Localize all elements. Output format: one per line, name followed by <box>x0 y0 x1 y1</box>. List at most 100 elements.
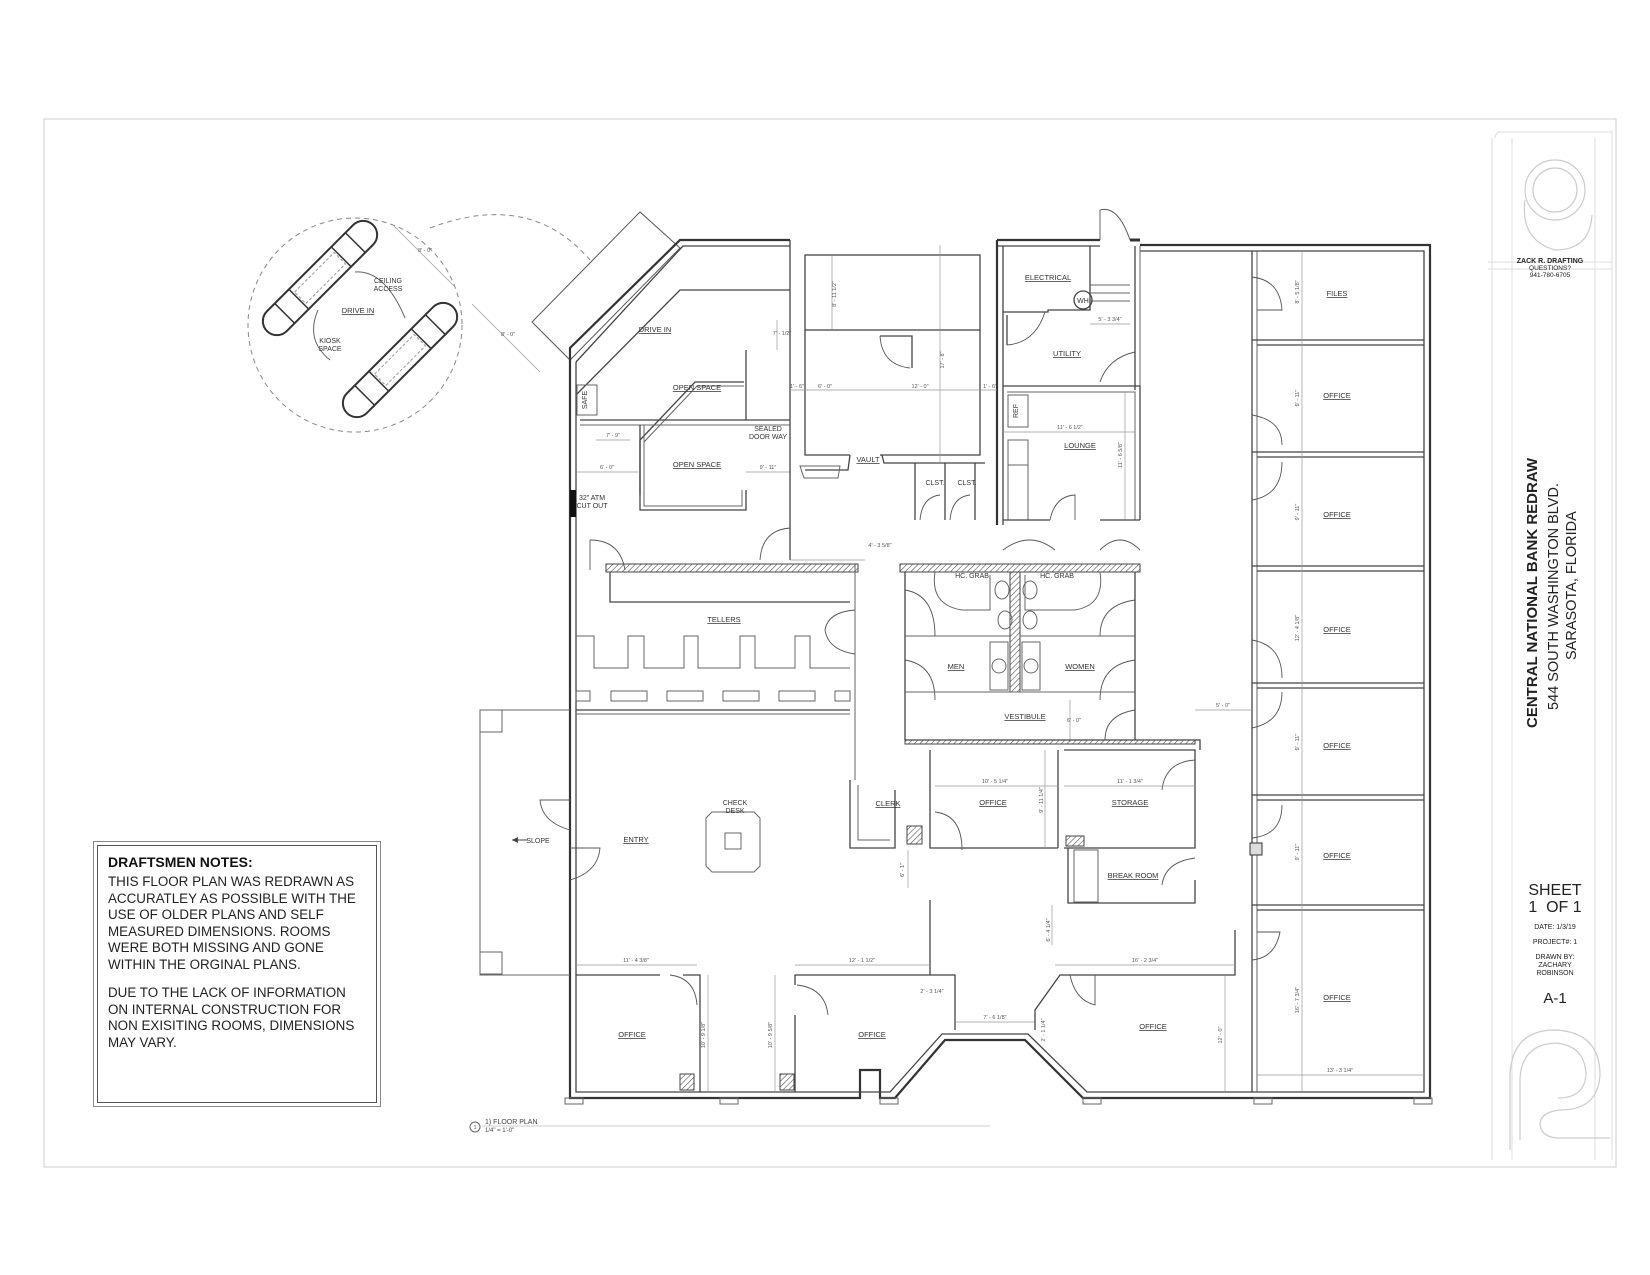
svg-text:DESK: DESK <box>725 808 744 815</box>
date: DATE: 1/3/19 <box>1534 924 1576 931</box>
drawing-number: A-1 <box>1543 990 1567 1007</box>
svg-text:8' - 0": 8' - 0" <box>501 332 515 338</box>
east-office-6-label: OFFICE <box>1323 993 1351 1002</box>
svg-text:6' - 4 1/4": 6' - 4 1/4" <box>1046 918 1052 941</box>
safe-label: SAFE <box>582 391 589 410</box>
svg-text:13' - 3 1/4": 13' - 3 1/4" <box>1327 1068 1353 1074</box>
svg-text:6' - 0": 6' - 0" <box>600 465 614 471</box>
east-office-2-label: OFFICE <box>1323 510 1351 519</box>
drive-in-kiosk-label: DRIVE IN <box>342 306 375 315</box>
svg-text:7' - 6 1/8": 7' - 6 1/8" <box>983 1015 1006 1021</box>
svg-text:8' - 5 1/8": 8' - 5 1/8" <box>1295 280 1301 303</box>
clerk-label: CLERK <box>875 799 900 808</box>
vault-label: VAULT <box>856 455 879 464</box>
svg-text:5' - 0": 5' - 0" <box>1216 703 1230 709</box>
files-label: FILES <box>1327 289 1348 298</box>
tellers-label: TELLERS <box>707 615 740 624</box>
questions-label: QUESTIONS? <box>1529 265 1571 272</box>
svg-text:7' - 1/2": 7' - 1/2" <box>773 331 792 337</box>
notes-title: DRAFTSMEN NOTES: <box>108 854 253 870</box>
title-block-ornament-bottom <box>1509 1029 1610 1150</box>
svg-text:16' - 7 3/4": 16' - 7 3/4" <box>1295 987 1301 1013</box>
drafting-company: ZACK R. DRAFTING <box>1516 258 1584 265</box>
svg-text:6' - 0": 6' - 0" <box>1067 718 1081 724</box>
svg-text:5' - 3 3/4": 5' - 3 3/4" <box>1098 317 1121 323</box>
women-restroom-label: WOMEN <box>1065 662 1095 671</box>
drive-in-area: SAFE DRIVE IN OPEN SPACE OPEN SPACE SEAL… <box>570 289 792 571</box>
break-room-label: BREAK ROOM <box>1108 871 1159 880</box>
open-space-1-label: OPEN SPACE <box>673 383 721 392</box>
electrical-label: ELECTRICAL <box>1025 273 1071 282</box>
vestibule-label: VESTIBULE <box>1004 712 1045 721</box>
men-restroom-label: MEN <box>948 662 965 671</box>
svg-text:DOOR WAY: DOOR WAY <box>749 434 787 441</box>
title-block-header: ZACK R. DRAFTING QUESTIONS? 941-780-6705 <box>1500 258 1600 279</box>
svg-text:11' - 6 5/8": 11' - 6 5/8" <box>1118 442 1124 468</box>
south-office-3-label: OFFICE <box>1139 1022 1167 1031</box>
south-office-1-label: OFFICE <box>618 1030 646 1039</box>
closet-2-label: CLST. <box>957 480 976 487</box>
svg-text:10' - 5 1/4": 10' - 5 1/4" <box>982 779 1008 785</box>
svg-text:10' - 9 1/8": 10' - 9 1/8" <box>701 1022 707 1048</box>
slope-label: SLOPE <box>526 838 550 845</box>
east-office-5-label: OFFICE <box>1323 851 1351 860</box>
svg-text:1: 1 <box>473 1125 476 1131</box>
svg-text:8' - 11 1/2": 8' - 11 1/2" <box>832 281 838 307</box>
svg-text:4' - 3 5/8": 4' - 3 5/8" <box>868 543 891 549</box>
entry-area: SLOPE ENTRY CHECK DESK <box>479 709 761 976</box>
svg-text:REF: REF <box>1013 404 1020 418</box>
address-line-2: SARASOTA, FLORIDA <box>1564 511 1580 660</box>
east-offices: FILES OFFICE OFFICE OFFICE OFFICE OFFICE… <box>1249 251 1424 1092</box>
svg-text:17' - 8": 17' - 8" <box>940 351 946 368</box>
hc-grab-women-label: HC. GRAB <box>1040 573 1074 580</box>
svg-text:16' - 2 3/4": 16' - 2 3/4" <box>1132 958 1158 964</box>
clerk-office-block: CLERK OFFICE 10' - 5 1/4" 9' - 11 1/4" 1… <box>849 749 1196 975</box>
drive-in-canopy <box>531 211 681 361</box>
svg-text:ACCESS: ACCESS <box>374 286 403 293</box>
notes-paragraph-2: DUE TO THE LACK OF INFORMATION ON INTERN… <box>108 985 355 1050</box>
svg-text:1' - 6": 1' - 6" <box>983 384 997 390</box>
office-mid-label: OFFICE <box>979 798 1007 807</box>
vault-area: VAULT 8' - 11 1/2" 17' - 8" 1' - 6" 6' -… <box>759 240 1004 561</box>
sheet-border <box>43 118 1617 1168</box>
south-office-2-label: OFFICE <box>858 1030 886 1039</box>
sheet-label: SHEET <box>1528 882 1582 899</box>
svg-text:12' - 0": 12' - 0" <box>911 384 928 390</box>
svg-text:1' - 6": 1' - 6" <box>790 384 804 390</box>
drawn-by-label: DRAWN BY: <box>1535 954 1575 961</box>
check-desk <box>705 811 761 873</box>
svg-text:CUT OUT: CUT OUT <box>577 503 609 510</box>
svg-text:9' - 11": 9' - 11" <box>1295 390 1301 407</box>
project-number: PROJECT#: 1 <box>1532 939 1578 946</box>
ceiling-access-label: CEILING <box>374 278 402 285</box>
svg-text:1) FLOOR PLAN: 1) FLOOR PLAN <box>485 1119 538 1126</box>
closet-1-label: CLST. <box>925 480 944 487</box>
entry-label: ENTRY <box>623 835 648 844</box>
drawn-by-last: ROBINSON <box>1536 970 1574 977</box>
svg-text:SEALED: SEALED <box>754 426 782 433</box>
svg-text:8' - 0": 8' - 0" <box>418 248 432 254</box>
svg-text:9' - 11": 9' - 11" <box>760 465 777 471</box>
view-title: 1 1) FLOOR PLAN 1/4" = 1'-0" <box>469 1119 990 1134</box>
title-block-ornament-top <box>1523 159 1593 251</box>
drive-in-label: DRIVE IN <box>639 325 672 334</box>
east-office-4-label: OFFICE <box>1323 741 1351 750</box>
svg-text:WH: WH <box>1077 298 1089 305</box>
svg-text:7' - 9": 7' - 9" <box>606 433 620 439</box>
open-space-2-label: OPEN SPACE <box>673 460 721 469</box>
svg-text:9' - 11": 9' - 11" <box>1295 504 1301 521</box>
check-desk-label: CHECK <box>723 800 748 807</box>
svg-text:12' - 0": 12' - 0" <box>1218 1026 1224 1043</box>
svg-text:SPACE: SPACE <box>318 346 342 353</box>
svg-text:12' - 1 1/2": 12' - 1 1/2" <box>849 958 875 964</box>
svg-text:10' - 9 5/8": 10' - 9 5/8" <box>768 1022 774 1048</box>
exterior-walls <box>564 208 1433 1105</box>
service-rooms: ELECTRICAL WH UTILITY 5' - 3 3/4" REF 11… <box>1002 246 1141 551</box>
storage-label: STORAGE <box>1112 798 1149 807</box>
kiosk-detail: CEILING ACCESS DRIVE IN KIOSK SPACE 8' -… <box>247 214 591 433</box>
east-office-1-label: OFFICE <box>1323 391 1351 400</box>
svg-text:9' - 11": 9' - 11" <box>1295 734 1301 751</box>
hc-grab-men-label: HC. GRAB <box>955 573 989 580</box>
svg-text:2' - 1 1/4": 2' - 1 1/4" <box>1041 1018 1047 1041</box>
